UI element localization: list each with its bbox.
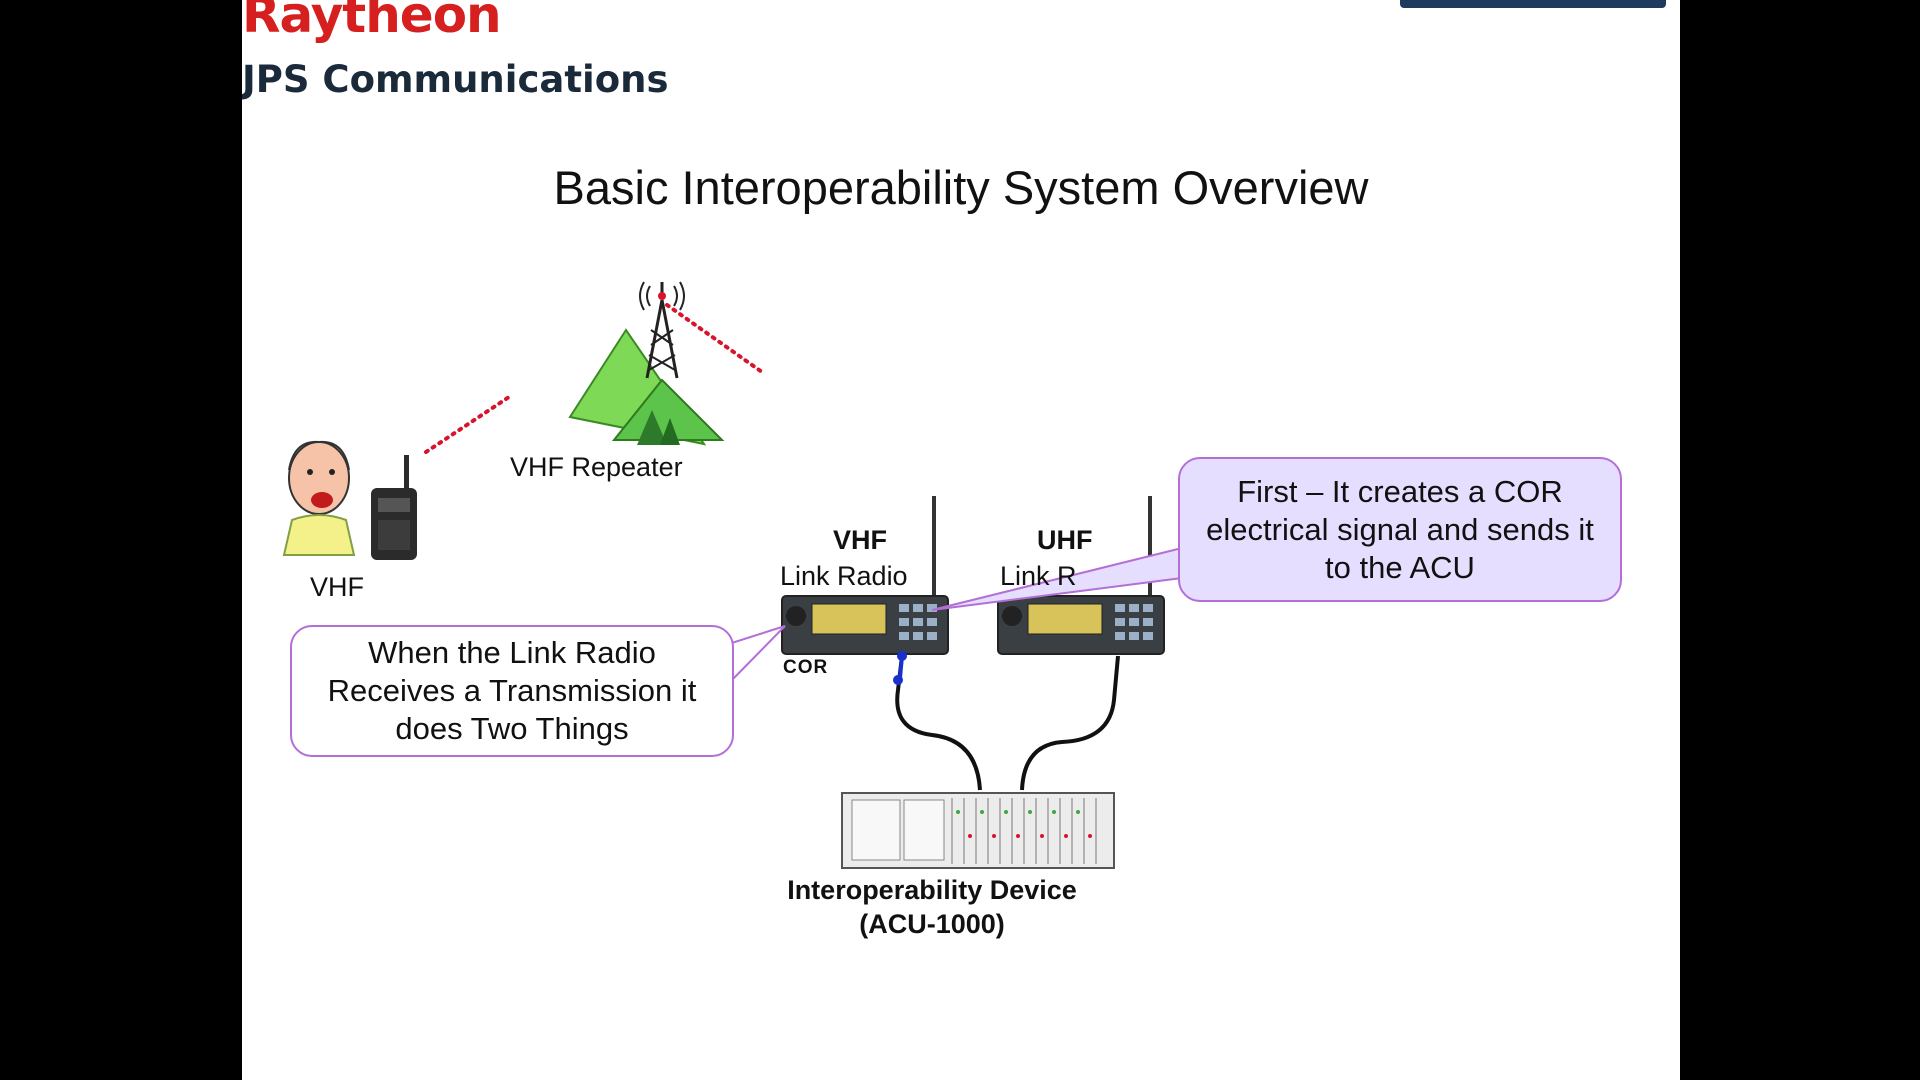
uhf-link-radio-icon — [997, 496, 1165, 655]
handheld-radio-icon — [371, 455, 417, 560]
vhf-link-radio-icon — [781, 496, 949, 655]
repeater-label: VHF Repeater — [510, 452, 683, 482]
cor-label: COR — [783, 657, 829, 678]
slide: Raytheon JPS Communications Basic Intero… — [242, 0, 1680, 1080]
left-callout-text: When the Link Radio Receives a Transmiss… — [327, 635, 697, 746]
corner-bar — [1400, 0, 1666, 8]
brand-subtitle: JPS Communications — [242, 58, 669, 101]
vhf-radio-name-label: Link Radio — [780, 561, 908, 591]
repeater-tower-icon — [568, 281, 725, 446]
diagram-canvas — [282, 281, 1183, 869]
person-icon — [282, 440, 356, 556]
handheld-label: VHF — [310, 572, 364, 602]
uhf-radio-name-label: Link R — [1000, 561, 1077, 591]
uhf-radio-band-label: UHF — [1037, 525, 1093, 555]
brand-logo: Raytheon — [242, 0, 502, 44]
device-name: Interoperability Device — [787, 875, 1077, 905]
left-callout: When the Link Radio Receives a Transmiss… — [290, 625, 734, 757]
cor-connector-top — [897, 651, 907, 661]
signal-repeater-out — [665, 303, 764, 374]
vhf-radio-band-label: VHF — [833, 525, 887, 555]
signal-handheld-to-repeater — [424, 393, 514, 454]
uhf-cable — [1020, 655, 1120, 791]
slide-title: Basic Interoperability System Overview — [553, 161, 1369, 214]
cor-connector-bottom — [893, 675, 903, 685]
right-callout: First – It creates a COR electrical sign… — [1178, 457, 1622, 602]
device-label: Interoperability Device (ACU-1000) — [782, 873, 1082, 941]
acu-1000-device-icon — [841, 792, 1115, 869]
vhf-cable — [895, 655, 982, 791]
device-model: (ACU-1000) — [859, 909, 1005, 939]
right-callout-text: First – It creates a COR electrical sign… — [1206, 473, 1594, 585]
